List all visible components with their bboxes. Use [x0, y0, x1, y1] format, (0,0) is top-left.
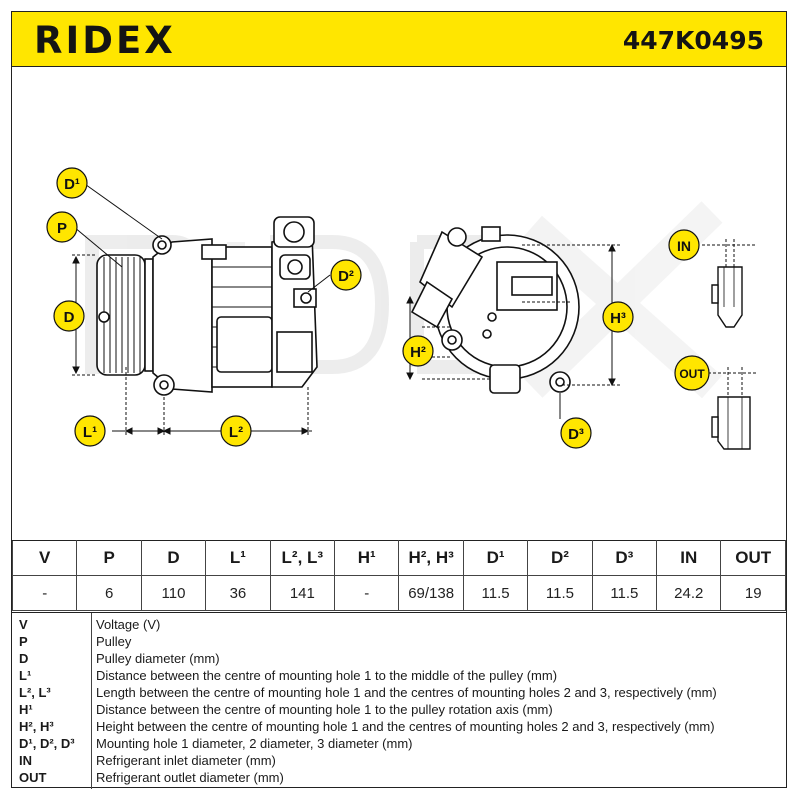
spec-value: - — [11, 575, 78, 611]
legend-key: L², L³ — [19, 685, 51, 700]
legend-key: L¹ — [19, 668, 32, 683]
legend-key: P — [19, 634, 28, 649]
legend-row: D Pulley diameter (mm) — [12, 650, 786, 667]
svg-text:L¹: L¹ — [83, 424, 97, 441]
technical-drawing: D¹ P D D² L¹ L² — [12, 67, 786, 539]
spec-value: 6 — [76, 575, 142, 611]
svg-text:D²: D² — [338, 268, 354, 285]
spec-value: 11.5 — [527, 575, 593, 611]
spec-header: D¹ — [462, 540, 529, 576]
part-number: 447K0495 — [622, 26, 764, 55]
legend-key: D¹, D², D³ — [19, 736, 75, 751]
callout-d3: D³ — [560, 417, 592, 449]
specs-header-row: V P D L¹ L², L³ H¹ H², H³ D¹ D² D³ IN OU… — [11, 540, 786, 576]
legend-row: H¹ Distance between the centre of mounti… — [12, 701, 786, 718]
callout-d1: D¹ — [56, 167, 88, 199]
svg-text:OUT: OUT — [679, 367, 705, 381]
header-bar: RIDEX 447K0495 — [12, 12, 786, 67]
spec-header: H¹ — [334, 540, 400, 576]
spec-header: H², H³ — [398, 540, 464, 576]
spec-value: 19 — [720, 575, 786, 611]
spec-value: 11.5 — [591, 575, 658, 611]
legend-row: V Voltage (V) — [12, 616, 786, 633]
legend-row: OUT Refrigerant outlet diameter (mm) — [12, 769, 786, 786]
legend-description: Height between the centre of mounting ho… — [96, 719, 715, 734]
spec-header: OUT — [720, 540, 786, 576]
spec-header: V — [11, 540, 78, 576]
spec-header: D — [140, 540, 207, 576]
spec-value: 69/138 — [398, 575, 464, 611]
svg-text:P: P — [57, 220, 67, 237]
callout-l1: L¹ — [74, 415, 106, 447]
inlet-fitting — [702, 239, 757, 328]
legend-description: Refrigerant inlet diameter (mm) — [96, 753, 276, 768]
callout-l2: L² — [220, 415, 252, 447]
legend-row: P Pulley — [12, 633, 786, 650]
spec-value: 11.5 — [462, 575, 529, 611]
spec-value: 141 — [269, 575, 336, 611]
page-frame — [11, 11, 787, 788]
legend-key: D — [19, 651, 29, 666]
legend-description: Pulley diameter (mm) — [96, 651, 220, 666]
legend-key: V — [19, 617, 28, 632]
legend-description: Mounting hole 1 diameter, 2 diameter, 3 … — [96, 736, 413, 751]
callout-h2: H² — [402, 335, 434, 367]
svg-text:D: D — [64, 309, 75, 326]
brand-logo: RIDEX — [34, 19, 176, 62]
legend-key: OUT — [19, 770, 47, 785]
legend-section: V Voltage (V) P Pulley D Pulley diameter… — [12, 612, 786, 789]
compressor-rear-view — [410, 226, 580, 394]
legend-row: IN Refrigerant inlet diameter (mm) — [12, 752, 786, 769]
legend-description: Pulley — [96, 634, 132, 649]
legend-key: IN — [19, 753, 32, 768]
legend-row: H², H³ Height between the centre of moun… — [12, 718, 786, 735]
spec-header: D³ — [591, 540, 658, 576]
specs-value-row: - 6 110 36 141 - 69/138 11.5 11.5 11.5 2… — [11, 575, 786, 611]
legend-description: Distance between the centre of mounting … — [96, 668, 558, 683]
legend-description: Voltage (V) — [96, 617, 161, 632]
specs-table: V P D L¹ L², L³ H¹ H², H³ D¹ D² D³ IN OU… — [11, 540, 786, 611]
callout-d2: D² — [330, 259, 362, 291]
legend-key: H¹ — [19, 702, 33, 717]
legend-description: Length between the centre of mounting ho… — [96, 685, 717, 700]
callout-h3: H³ — [602, 301, 634, 333]
spec-value: 36 — [205, 575, 271, 611]
callout-labels: D¹ P D D² L¹ L² — [46, 167, 710, 449]
legend-description: Distance between the centre of mounting … — [96, 702, 553, 717]
svg-text:D¹: D¹ — [64, 176, 80, 193]
spec-value: - — [334, 575, 400, 611]
spec-header: L¹ — [205, 540, 271, 576]
spec-header: P — [76, 540, 142, 576]
spec-header: D² — [527, 540, 593, 576]
callout-p: P — [46, 211, 78, 243]
compressor-side-view — [96, 216, 318, 396]
callout-d: D — [53, 300, 85, 332]
rear-dimensions — [406, 243, 622, 419]
legend-key: H², H³ — [19, 719, 54, 734]
legend-description: Refrigerant outlet diameter (mm) — [96, 770, 284, 785]
drawing-svg: D¹ P D D² L¹ L² — [46, 167, 757, 450]
svg-text:D³: D³ — [568, 426, 584, 443]
svg-text:L²: L² — [229, 424, 243, 441]
callout-out: OUT — [674, 355, 710, 391]
legend-row: L², L³ Length between the centre of moun… — [12, 684, 786, 701]
svg-text:H³: H³ — [610, 310, 626, 327]
legend-row: D¹, D², D³ Mounting hole 1 diameter, 2 d… — [12, 735, 786, 752]
spec-header: L², L³ — [269, 540, 336, 576]
spec-value: 24.2 — [656, 575, 722, 611]
spec-value: 110 — [140, 575, 207, 611]
svg-text:H²: H² — [410, 344, 426, 361]
spec-header: IN — [656, 540, 722, 576]
callout-in: IN — [668, 229, 700, 261]
legend-divider — [91, 613, 92, 789]
legend-row: L¹ Distance between the centre of mounti… — [12, 667, 786, 684]
outlet-fitting — [698, 367, 757, 450]
svg-text:IN: IN — [677, 238, 691, 254]
